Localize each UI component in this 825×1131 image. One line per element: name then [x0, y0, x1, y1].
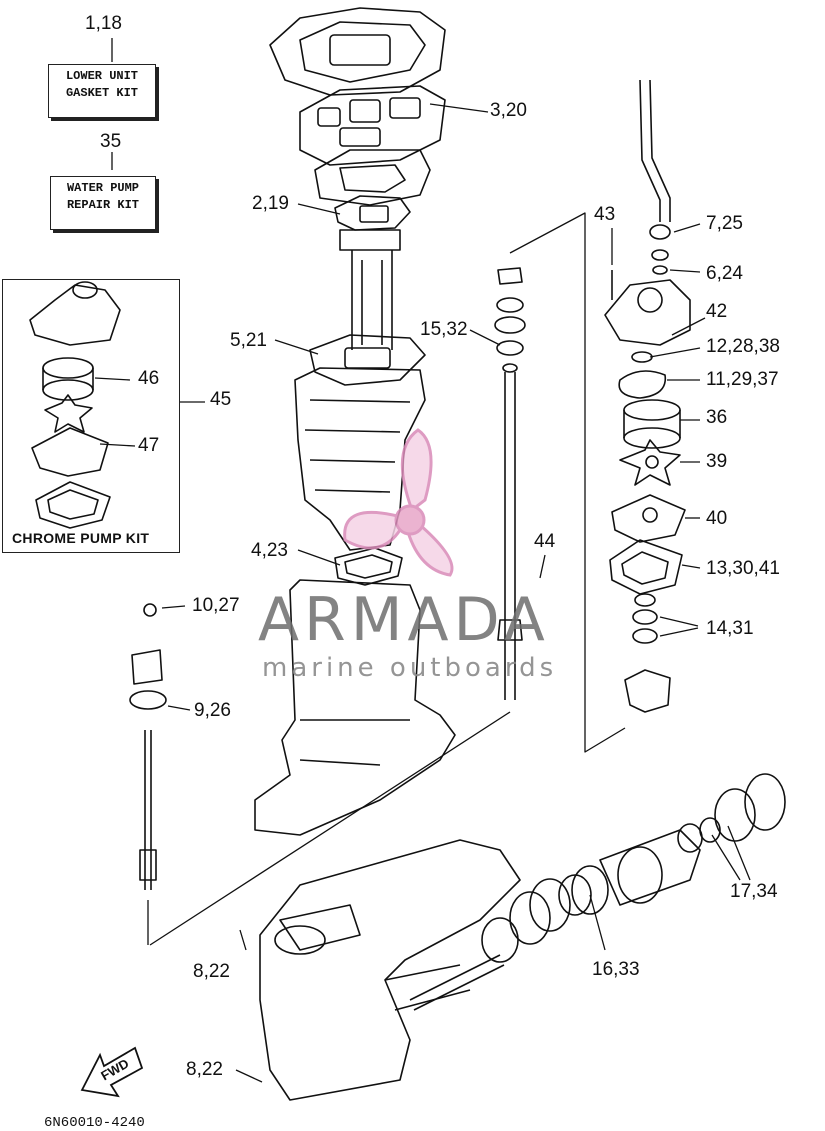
- callout-14-31: 14,31: [706, 618, 754, 639]
- callout-44: 44: [534, 531, 556, 552]
- callout-6-24: 6,24: [706, 263, 743, 284]
- callout-3-20: 3,20: [490, 100, 527, 121]
- propeller-shaft: [409, 954, 505, 1011]
- diagram-part-code: 6N60010-4240: [44, 1115, 145, 1131]
- callout-8-22-upper: 8,22: [193, 961, 230, 982]
- pump-kit-line1: WATER PUMP: [66, 181, 139, 195]
- pump-kit-line2: REPAIR KIT: [66, 197, 139, 212]
- callout-39: 39: [706, 451, 728, 472]
- pump-insert: [623, 399, 681, 449]
- callout-36: 36: [706, 407, 728, 428]
- callout-47: 47: [138, 435, 160, 456]
- callout-46: 46: [138, 368, 160, 389]
- leader-lines: [94, 38, 751, 1083]
- pump-kit-box: WATER PUMP REPAIR KIT: [50, 176, 156, 230]
- callout-10-27: 10,27: [192, 595, 240, 616]
- watermark-tagline: marine outboards: [262, 653, 558, 683]
- watermark-brand: ARMADA: [258, 585, 550, 655]
- gasket-kit-box: LOWER UNIT GASKET KIT: [48, 64, 156, 118]
- callout-5-21: 5,21: [230, 330, 267, 351]
- callout-43: 43: [594, 204, 616, 225]
- bearing-assembly: [481, 773, 786, 963]
- callout-gasket-kit-ref: 1,18: [85, 13, 122, 34]
- shift-rod: [129, 603, 167, 890]
- impeller: [619, 439, 681, 486]
- drive-shaft: [494, 267, 526, 700]
- upper-mount-plate: [269, 7, 446, 96]
- chrome-pump-kit-box: [2, 279, 180, 553]
- plate-gasket: [609, 539, 683, 595]
- callout-13-30-41: 13,30,41: [706, 558, 780, 579]
- callout-8-22-lower: 8,22: [186, 1059, 223, 1080]
- callout-pump-kit-ref: 35: [100, 131, 122, 152]
- callout-11-29-37: 11,29,37: [706, 369, 779, 390]
- callout-12-28-38: 12,28,38: [706, 336, 780, 357]
- lower-casing: [254, 579, 456, 836]
- watermark-propeller: [343, 428, 454, 577]
- callout-16-33: 16,33: [592, 959, 640, 980]
- callout-4-23: 4,23: [251, 540, 288, 561]
- gasket-5-21: [309, 334, 426, 386]
- callout-15-32: 15,32: [420, 319, 468, 340]
- callout-40: 40: [706, 508, 728, 529]
- callout-2-19: 2,19: [252, 193, 289, 214]
- gasket-kit-line2: GASKET KIT: [65, 85, 138, 100]
- fwd-arrow: [80, 1046, 144, 1098]
- exhaust-guide: [339, 229, 401, 350]
- outer-plate: [611, 494, 686, 543]
- gearcase: [259, 839, 521, 1101]
- chrome-pump-kit-title: CHROME PUMP KIT: [12, 530, 150, 546]
- pump-housing: [604, 270, 691, 399]
- callout-42: 42: [706, 301, 728, 322]
- cartridge-parts: [624, 593, 671, 713]
- gasket-4-23: [334, 547, 403, 586]
- callout-9-26: 9,26: [194, 700, 231, 721]
- callout-17-34: 17,34: [730, 881, 778, 902]
- gasket-kit-line1: LOWER UNIT: [65, 69, 138, 83]
- callout-7-25: 7,25: [706, 213, 743, 234]
- water-tube: [639, 79, 671, 275]
- gasket-3-20: [299, 85, 446, 166]
- gasket-2-19: [334, 195, 411, 231]
- adapter-housing: [314, 149, 431, 206]
- callout-chrome-kit-ref: 45: [210, 389, 232, 410]
- chrome-pump-parts: [29, 281, 121, 529]
